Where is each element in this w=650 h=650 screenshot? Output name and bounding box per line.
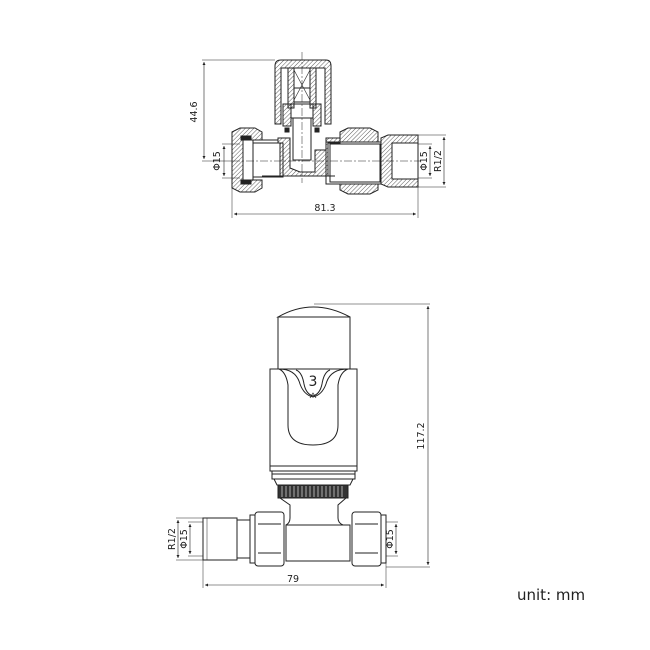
dim-length-label: 81.3: [314, 203, 335, 214]
left-compression-nut: [254, 511, 285, 567]
dim-right-diameter-label: Φ15: [385, 529, 396, 549]
dim-thread-label: R1/2: [433, 150, 444, 172]
right-threaded-tail-section: [380, 134, 419, 188]
dial-setting-number: 3: [309, 374, 318, 390]
right-compression-nut-section: [325, 127, 382, 195]
thermostatic-head-cap: [276, 306, 351, 318]
left-threaded-tail: [202, 517, 238, 561]
right-compression-nut: [351, 511, 382, 567]
dim-overall-height-label: 117.2: [416, 422, 427, 449]
valve-body-section: [262, 137, 341, 177]
left-compression-nut-section: [231, 127, 284, 193]
dim-left-thread-label: R1/2: [167, 528, 178, 550]
knurled-ring: [277, 484, 349, 499]
dim-overall-length-label: 79: [287, 574, 299, 585]
valve-body-tube: [285, 524, 351, 562]
bonnet-section: [282, 103, 322, 161]
dim-left-diameter-label: Φ15: [212, 151, 223, 171]
unit-label: unit: mm: [517, 586, 586, 604]
dial-window: [278, 368, 349, 446]
cross-section-view: [202, 52, 446, 218]
dim-left-diameter-label: Φ15: [179, 529, 190, 549]
elevation-view: [176, 303, 430, 588]
dim-height-label: 44.6: [189, 101, 200, 122]
dim-right-diameter-label: Φ15: [419, 151, 430, 171]
thermostatic-head-upper: [277, 316, 351, 373]
